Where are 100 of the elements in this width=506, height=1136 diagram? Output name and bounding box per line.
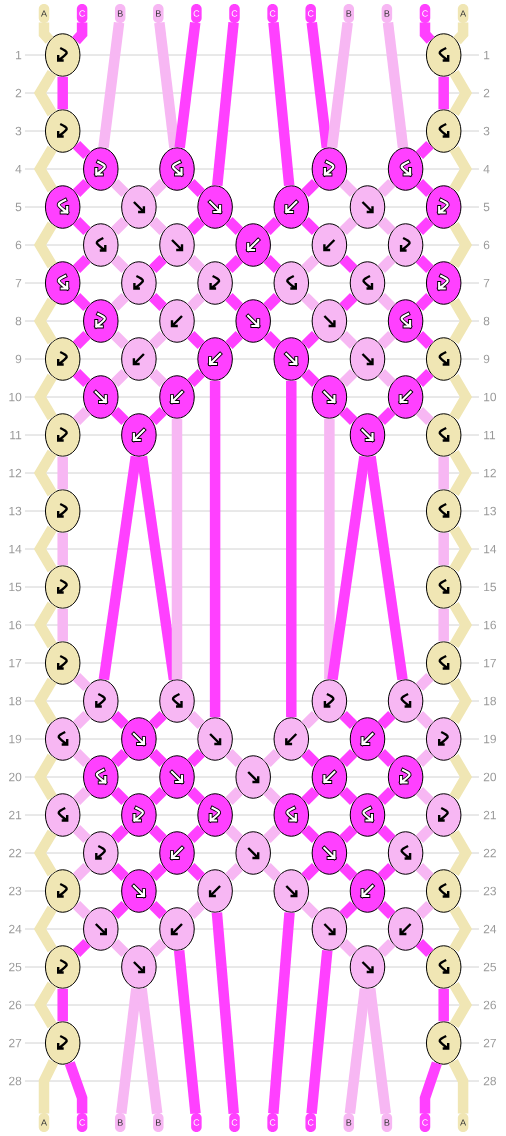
- row-number: 8: [483, 316, 490, 326]
- row-number: 26: [483, 1000, 496, 1010]
- thread: [187, 293, 206, 311]
- thread: [448, 1059, 469, 1114]
- thread: [33, 449, 57, 497]
- row-number: 18: [9, 696, 22, 706]
- thread: [263, 331, 282, 349]
- row-number: 1: [484, 50, 490, 60]
- row-number: 25: [9, 962, 22, 972]
- thread: [339, 787, 358, 805]
- thread: [110, 293, 129, 311]
- thread-letter: A: [38, 4, 50, 23]
- row-number: 3: [15, 126, 22, 136]
- thread-letter: B: [343, 1113, 355, 1132]
- row-number: 18: [484, 696, 496, 706]
- thread-letter: B: [381, 1113, 393, 1132]
- row-number: 16: [484, 620, 496, 630]
- thread: [110, 939, 129, 957]
- row-number: 6: [483, 240, 490, 250]
- row-number: 23: [483, 886, 496, 896]
- thread: [415, 863, 434, 881]
- thread: [98, 21, 125, 149]
- thread-letter: B: [114, 1113, 126, 1132]
- thread: [449, 450, 473, 496]
- row-number: 4: [483, 164, 490, 174]
- row-number: 20: [483, 772, 497, 782]
- thread: [377, 331, 396, 349]
- row-number: 7: [483, 278, 490, 288]
- thread: [263, 787, 282, 805]
- thread: [225, 863, 244, 881]
- thread: [225, 749, 244, 767]
- thread: [449, 678, 473, 724]
- row-number: 17: [9, 658, 22, 668]
- thread: [377, 217, 396, 235]
- row-number: 10: [484, 392, 497, 402]
- thread: [187, 217, 206, 235]
- thread: [339, 331, 358, 349]
- row-number: 14: [9, 544, 22, 554]
- thread: [286, 380, 297, 718]
- thread: [377, 179, 396, 197]
- thread: [301, 217, 320, 235]
- thread: [148, 711, 167, 729]
- thread: [415, 711, 434, 729]
- thread: [415, 179, 434, 197]
- thread: [187, 179, 206, 197]
- thread: [72, 901, 91, 919]
- thread: [33, 981, 57, 1029]
- row-number: 15: [9, 582, 22, 592]
- thread: [415, 825, 434, 843]
- thread: [148, 217, 167, 235]
- thread: [110, 407, 129, 425]
- thread: [187, 787, 206, 805]
- thread: [72, 293, 91, 311]
- thread: [301, 825, 320, 843]
- row-number: 1: [16, 50, 22, 60]
- thread: [263, 255, 282, 273]
- thread: [415, 939, 434, 957]
- row-number: 19: [9, 734, 22, 744]
- thread: [72, 407, 91, 425]
- thread: [154, 21, 180, 149]
- thread: [449, 298, 473, 344]
- row-number: 7: [15, 278, 22, 288]
- thread: [33, 905, 57, 953]
- thread: [33, 373, 57, 421]
- thread: [110, 863, 129, 881]
- thread: [306, 950, 333, 1114]
- thread: [33, 297, 57, 345]
- row-number: 26: [9, 1000, 22, 1010]
- thread: [339, 407, 358, 425]
- thread: [33, 677, 57, 725]
- thread: [57, 76, 68, 110]
- thread: [72, 22, 88, 45]
- thread: [438, 532, 449, 566]
- thread-letter: C: [229, 4, 240, 23]
- thread-letter: A: [457, 1113, 469, 1132]
- thread: [339, 901, 358, 919]
- thread: [110, 369, 129, 387]
- thread-letter: C: [267, 4, 278, 23]
- thread: [339, 825, 358, 843]
- thread-letter: B: [381, 4, 393, 23]
- thread: [72, 939, 91, 957]
- thread-letter: B: [343, 4, 355, 23]
- thread: [72, 217, 91, 235]
- thread: [225, 217, 244, 235]
- thread: [419, 1061, 442, 1114]
- row-number: 14: [484, 544, 497, 554]
- row-number: 2: [483, 88, 490, 98]
- row-number: 17: [484, 658, 496, 668]
- thread: [301, 863, 320, 881]
- row-number: 3: [483, 126, 490, 136]
- thread: [33, 221, 57, 269]
- row-number: 20: [9, 772, 22, 782]
- thread: [187, 901, 206, 919]
- thread: [326, 21, 353, 149]
- thread: [187, 863, 206, 881]
- thread: [377, 863, 396, 881]
- thread: [415, 141, 434, 159]
- row-number: 11: [484, 430, 496, 440]
- thread: [148, 939, 167, 957]
- thread: [148, 179, 167, 197]
